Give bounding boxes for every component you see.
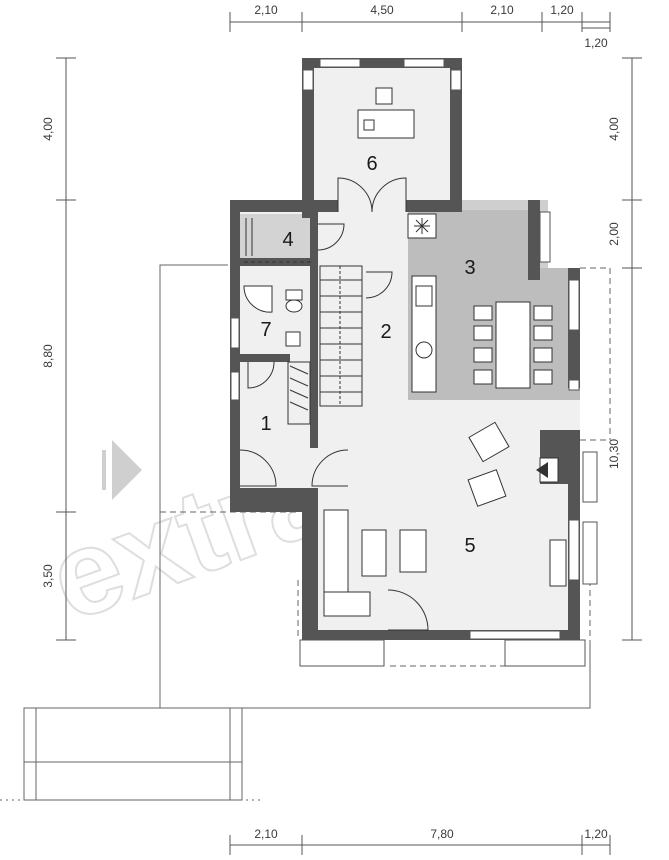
dim-top-1: 2,10 — [254, 3, 278, 17]
doors — [239, 177, 429, 631]
room-3-label: 3 — [464, 257, 475, 279]
dim-top-sub: 1,20 — [584, 36, 608, 50]
dim-left-3: 3,50 — [41, 564, 55, 588]
room-7-label: 7 — [260, 319, 271, 341]
kitchen-counter — [407, 213, 437, 393]
dim-right-3: 10,30 — [607, 439, 621, 469]
dim-right-1: 4,00 — [607, 117, 621, 141]
room-6-label: 6 — [366, 153, 377, 175]
fan-icon — [414, 218, 430, 234]
room-4-label: 4 — [282, 229, 293, 251]
dim-right-2: 2,00 — [607, 222, 621, 246]
room-2-label: 2 — [380, 321, 391, 343]
armchair-2 — [467, 469, 507, 507]
dim-left-1: 4,00 — [41, 117, 55, 141]
windows — [230, 58, 598, 667]
room-labels: 1 2 3 4 5 6 7 — [260, 153, 475, 557]
dim-top-2: 4,50 — [370, 3, 394, 17]
dim-top-3: 2,10 — [490, 3, 514, 17]
toilet-icon — [285, 299, 303, 313]
wardrobe — [244, 218, 312, 425]
room-1-label: 1 — [260, 413, 271, 435]
entrance-arrow-icon — [102, 440, 142, 500]
tv-stand — [549, 539, 567, 587]
dim-bottom-1: 2,10 — [254, 827, 278, 841]
dining-table — [473, 301, 553, 389]
dimension-lines — [56, 12, 642, 855]
bathroom-fixtures — [243, 285, 303, 347]
cooktop-icon — [415, 341, 433, 359]
dimension-labels: 2,10 4,50 2,10 1,20 1,20 2,10 7,80 1,20 … — [41, 3, 621, 841]
fireplace-icon — [536, 457, 559, 483]
dim-bottom-3: 1,20 — [584, 827, 608, 841]
living-room-furniture — [323, 421, 567, 617]
walls — [230, 58, 580, 640]
office-desk — [357, 87, 415, 139]
sink-icon — [285, 331, 301, 347]
dim-top-4: 1,20 — [550, 3, 574, 17]
dim-bottom-2: 7,80 — [430, 827, 454, 841]
dim-left-2: 8,80 — [41, 344, 55, 368]
room-5-label: 5 — [464, 535, 475, 557]
armchair-1 — [468, 421, 510, 463]
staircase — [319, 265, 363, 407]
